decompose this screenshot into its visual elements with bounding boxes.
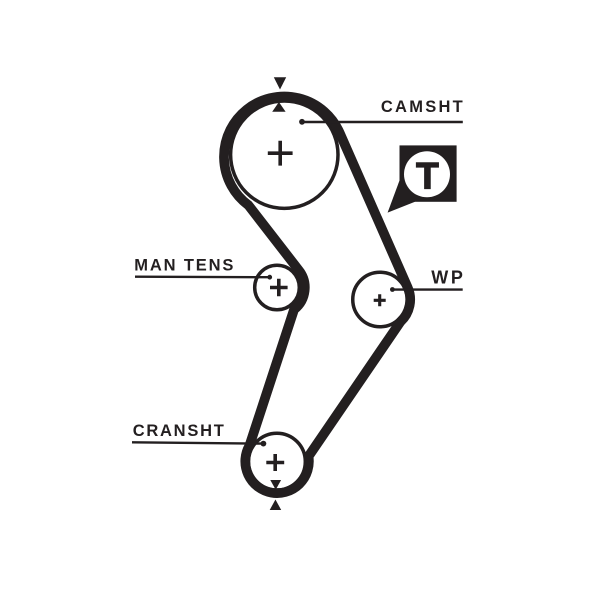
svg-text:T: T [416,156,439,197]
svg-text:CAMSHT: CAMSHT [381,98,465,116]
svg-text:CRANSHT: CRANSHT [133,422,226,440]
svg-text:MAN TENS: MAN TENS [134,257,235,275]
svg-text:WP: WP [431,267,465,287]
